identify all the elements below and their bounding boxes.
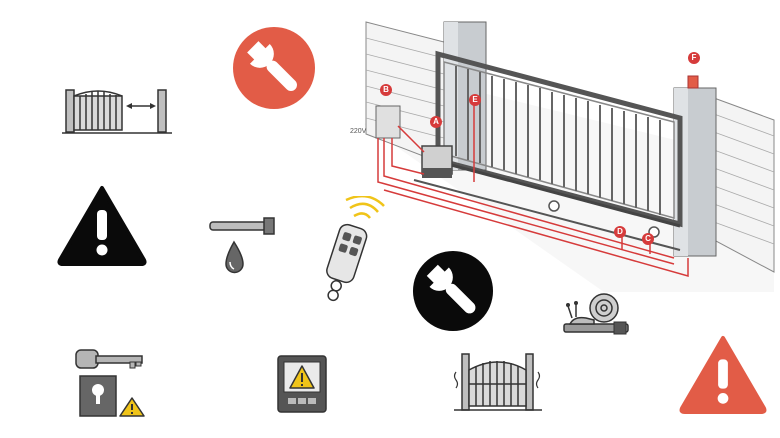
remote-control-signal-icon	[326, 196, 385, 302]
voltage-label: 220V	[350, 128, 367, 135]
right-brick-wall	[713, 97, 775, 273]
vibrating-gate-icon	[453, 353, 542, 411]
gate-motor	[421, 145, 453, 178]
wiring	[377, 76, 695, 277]
wrench-orange-circle-icon	[233, 27, 315, 109]
warning-lamp	[687, 75, 699, 89]
wrench-black-circle-icon	[412, 250, 494, 332]
release-key-lock-icon	[75, 349, 145, 417]
control-panel-warning-icon	[277, 355, 327, 413]
callout-c: C	[642, 233, 654, 245]
snail-slow-motor-icon	[563, 293, 629, 335]
warning-black-triangle-icon	[57, 186, 147, 266]
warning-orange-triangle-icon	[679, 335, 767, 414]
callout-f: F	[688, 52, 700, 64]
callout-b: B	[380, 84, 392, 96]
sliding-gate-installation-diagram	[364, 21, 775, 292]
callout-d: D	[614, 226, 626, 238]
callout-e: E	[469, 94, 481, 106]
sliding-gate-clearance-icon	[62, 89, 172, 134]
control-box	[375, 105, 401, 139]
callout-a: A	[430, 116, 442, 128]
oil-drip-rod-icon	[209, 217, 275, 274]
